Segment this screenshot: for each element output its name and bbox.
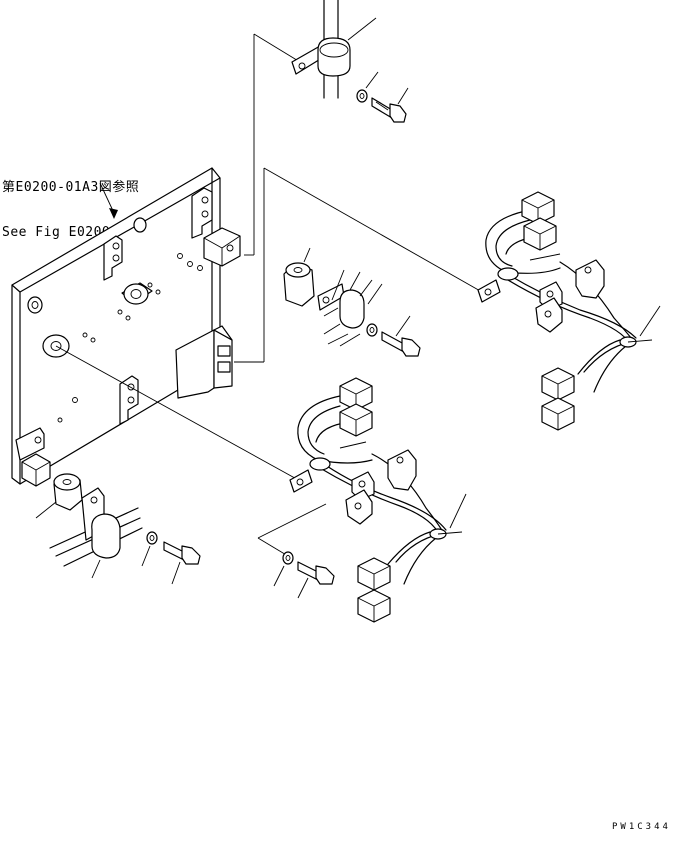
upper-bolt xyxy=(371,87,409,123)
panel-clip-left xyxy=(15,427,45,461)
panel-boss-2 xyxy=(133,217,147,233)
leader-lower-bolt xyxy=(257,503,327,557)
harness-bracket xyxy=(175,325,233,399)
harness-lower-connector-2 xyxy=(339,403,373,437)
harness-upper-connector-2 xyxy=(523,217,557,251)
middle-washer xyxy=(366,323,378,337)
panel-boss-1 xyxy=(27,296,43,314)
leader-harness-lower xyxy=(55,345,303,483)
harness-lower-connector-3 xyxy=(357,557,391,591)
spacer-standoff-1 xyxy=(121,282,153,305)
wiring-harness-lower xyxy=(289,377,467,623)
harness-lower-clip-3 xyxy=(345,489,373,525)
harness-lower-connector-4 xyxy=(357,589,391,623)
reference-note-jp: 第E0200-01A3図参照 xyxy=(2,180,140,195)
harness-upper-connector-3 xyxy=(541,367,575,401)
middle-spacer xyxy=(283,247,315,307)
leader-upper-clamp xyxy=(244,33,301,256)
harness-upper-clip-3 xyxy=(535,297,563,333)
harness-lower-clip-1 xyxy=(387,449,417,491)
middle-clamp xyxy=(317,269,383,347)
upper-tube-clamp-assembly xyxy=(291,0,377,99)
harness-upper-connector-4 xyxy=(541,397,575,431)
panel-clip-upper-left xyxy=(103,235,123,281)
middle-bolt xyxy=(381,315,421,357)
harness-upper-clip-1 xyxy=(575,259,605,299)
leader-harness-upper xyxy=(234,167,483,363)
connector-block-upper xyxy=(203,227,241,267)
wiring-harness-upper xyxy=(477,191,661,431)
connector-block-lower xyxy=(21,453,51,487)
panel-clip-upper-right xyxy=(191,187,213,239)
lower-bolt xyxy=(163,541,201,585)
upper-washer xyxy=(356,71,379,103)
reference-leader-arrow xyxy=(99,182,118,219)
lower-tube-clamp xyxy=(49,487,143,579)
drawing-code: PW1C344 xyxy=(612,822,671,832)
lower-washer xyxy=(141,531,158,567)
lower-right-washer xyxy=(273,551,294,587)
panel-clip-lower xyxy=(119,375,139,425)
lower-right-bolt xyxy=(297,561,335,599)
mounting-panel xyxy=(11,167,221,485)
harness-lower-connector-1 xyxy=(339,377,373,411)
